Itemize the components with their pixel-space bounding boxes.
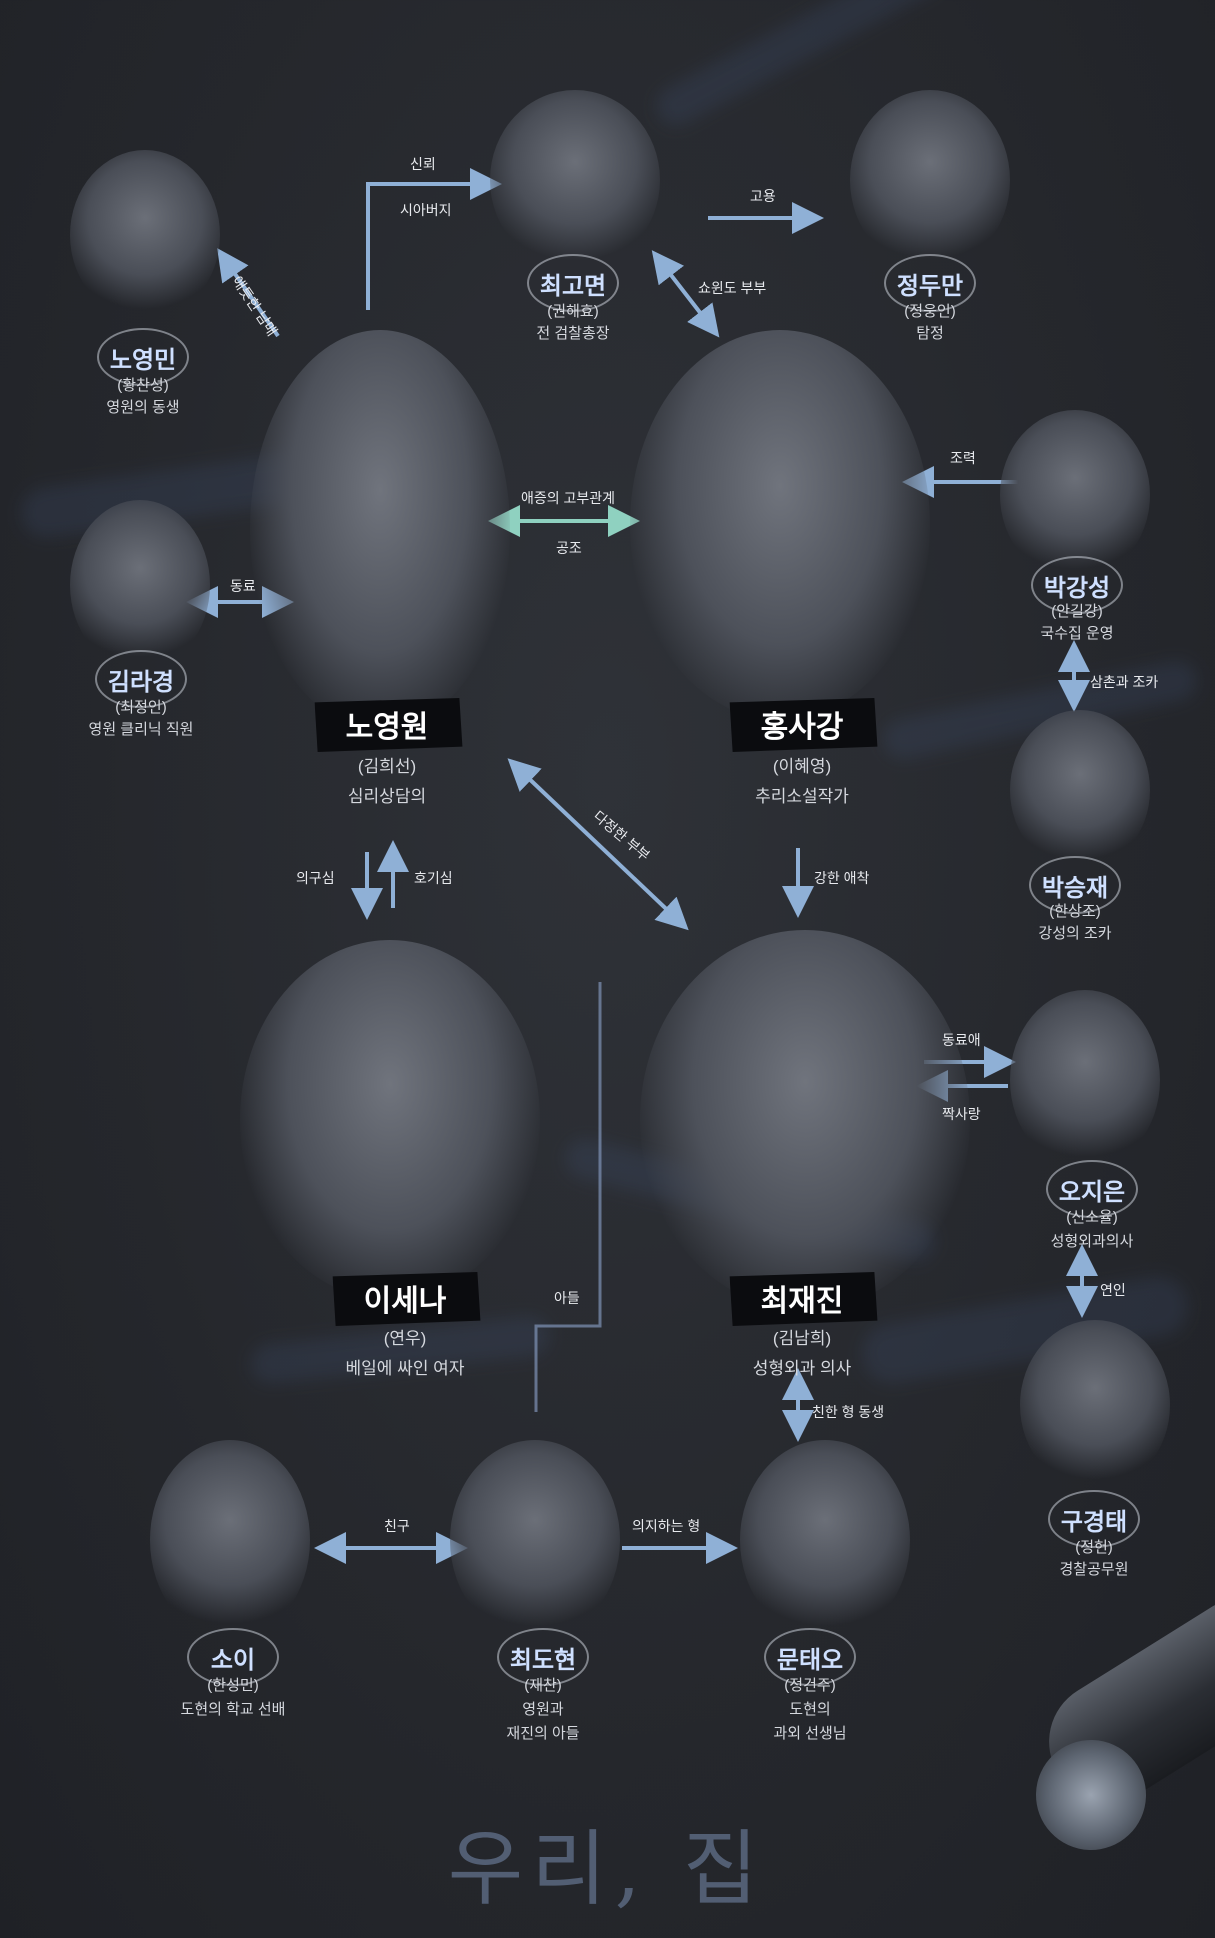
relation-label-suspicion: 의구심 bbox=[296, 870, 335, 886]
name-banner-no-youngwon: 노영원 bbox=[314, 698, 463, 752]
role-mun-taeo-line2: 과외 선생님 bbox=[773, 1725, 847, 1742]
portrait-no-youngmin bbox=[70, 150, 220, 320]
name-banner-choi-jaejin: 최재진 bbox=[729, 1272, 878, 1326]
relation-label-employ: 고용 bbox=[750, 188, 776, 204]
name-circle-choi-gomyeon bbox=[527, 254, 619, 312]
name-choi-gomyeon: 최고면 bbox=[539, 273, 607, 300]
actor-park-seungjae: (한상조) bbox=[1049, 903, 1101, 920]
relation-label-uncle-nephew: 삼촌과 조카 bbox=[1090, 674, 1159, 690]
relation-label-reliant-brother: 의지하는 형 bbox=[632, 1518, 701, 1534]
relation-label-lovers: 연인 bbox=[1100, 1282, 1126, 1298]
actor-jung-duman: (정웅인) bbox=[904, 303, 956, 320]
role-choi-jaejin: 성형외과 의사 bbox=[752, 1359, 852, 1378]
portrait-park-seungjae bbox=[1010, 710, 1150, 870]
role-choi-dohyeon-line2: 재진의 아들 bbox=[506, 1725, 580, 1742]
actor-mun-taeo: (정건주) bbox=[784, 1677, 836, 1694]
arrow-trust bbox=[366, 168, 502, 310]
actor-lee-sena: (연우) bbox=[383, 1329, 427, 1348]
name-circle-jung-duman bbox=[884, 254, 976, 312]
name-circle-choi-dohyeon bbox=[497, 1628, 589, 1686]
portrait-gu-gyeongtae bbox=[1020, 1320, 1170, 1490]
role-jung-duman: 탐정 bbox=[916, 325, 944, 342]
actor-choi-jaejin: (김남희) bbox=[772, 1329, 832, 1348]
actor-choi-dohyeon: (재찬) bbox=[524, 1677, 562, 1694]
name-jung-duman: 정두만 bbox=[896, 273, 964, 300]
portrait-jung-duman bbox=[850, 90, 1010, 270]
relation-label-trust: 신뢰 bbox=[410, 156, 436, 172]
relation-label-friend: 친구 bbox=[384, 1518, 410, 1534]
portrait-lee-sena bbox=[240, 940, 540, 1300]
portrait-soi bbox=[150, 1440, 310, 1640]
name-park-gangseong: 박강성 bbox=[1043, 575, 1111, 602]
relation-label-coworker-love: 동료애 bbox=[942, 1032, 981, 1048]
relation-label-crush: 짝사랑 bbox=[942, 1106, 981, 1122]
drama-title: 우리, 집 bbox=[447, 1822, 767, 1917]
role-no-youngmin: 영원의 동생 bbox=[106, 399, 180, 416]
role-park-seungjae: 강성의 조카 bbox=[1038, 925, 1112, 942]
name-banner-hong-sagang: 홍사강 bbox=[729, 698, 878, 752]
name-soi: 소이 bbox=[210, 1647, 256, 1674]
line-son bbox=[534, 982, 602, 1412]
arrow-show-window bbox=[651, 250, 720, 338]
role-park-gangseong: 국수집 운영 bbox=[1040, 625, 1114, 642]
portrait-choi-gomyeon bbox=[490, 90, 660, 270]
name-circle-mun-taeo bbox=[764, 1628, 856, 1686]
name-circle-kim-ragyeong bbox=[95, 650, 187, 708]
actor-no-youngwon: (김희선) bbox=[357, 757, 417, 776]
relation-label-curiosity: 호기심 bbox=[414, 870, 453, 886]
portrait-mun-taeo bbox=[740, 1440, 910, 1640]
relation-label-cooperate: 조력 bbox=[950, 450, 976, 466]
name-circle-soi bbox=[187, 1628, 279, 1686]
arrow-warm-couple bbox=[507, 758, 689, 931]
actor-gu-gyeongtae: (정헌) bbox=[1075, 1539, 1113, 1556]
portrait-kim-ragyeong bbox=[70, 500, 210, 670]
role-no-youngwon: 심리상담의 bbox=[347, 787, 427, 806]
role-gu-gyeongtae: 경찰공무원 bbox=[1059, 1561, 1129, 1578]
role-mun-taeo-line1: 도현의 bbox=[789, 1701, 831, 1718]
relation-label-close-brother: 친한 형 동생 bbox=[812, 1404, 885, 1420]
name-no-youngmin: 노영민 bbox=[109, 347, 177, 374]
actor-choi-gomyeon: (권해효) bbox=[547, 303, 599, 320]
portrait-choi-dohyeon bbox=[450, 1440, 620, 1640]
actor-park-gangseong: (안길강) bbox=[1051, 603, 1103, 620]
role-choi-gomyeon: 전 검찰총장 bbox=[536, 325, 610, 342]
relation-label-show-window: 쇼윈도 부부 bbox=[698, 280, 767, 296]
role-lee-sena: 베일에 싸인 여자 bbox=[345, 1359, 465, 1378]
actor-soi: (한성민) bbox=[207, 1677, 259, 1694]
relation-label-joint: 공조 bbox=[556, 540, 582, 556]
name-mun-taeo: 문태오 bbox=[776, 1647, 844, 1674]
actor-kim-ragyeong: (최정인) bbox=[115, 699, 167, 716]
role-kim-ragyeong: 영원 클리닉 직원 bbox=[88, 721, 194, 738]
name-oh-jieun: 오지은 bbox=[1058, 1179, 1126, 1206]
role-soi: 도현의 학교 선배 bbox=[180, 1701, 286, 1718]
portrait-oh-jieun bbox=[1010, 990, 1160, 1170]
relation-label-son: 아들 bbox=[554, 1290, 580, 1306]
portrait-choi-jaejin bbox=[640, 930, 970, 1310]
name-banner-lee-sena: 이세나 bbox=[332, 1272, 481, 1326]
name-circle-park-gangseong bbox=[1031, 556, 1123, 614]
actor-hong-sagang: (이혜영) bbox=[772, 757, 832, 776]
name-circle-oh-jieun bbox=[1046, 1160, 1138, 1218]
portrait-no-youngwon bbox=[250, 330, 510, 730]
actor-oh-jieun: (신소율) bbox=[1066, 1209, 1118, 1226]
relation-label-father-in-law: 시아버지 bbox=[400, 202, 452, 218]
portrait-park-gangseong bbox=[1000, 410, 1150, 580]
name-choi-dohyeon: 최도현 bbox=[509, 1647, 577, 1674]
role-choi-dohyeon-line1: 영원과 bbox=[522, 1701, 564, 1718]
relation-label-love-hate: 애증의 고부관계 bbox=[521, 490, 616, 506]
portrait-hong-sagang bbox=[630, 330, 930, 720]
name-kim-ragyeong: 김라경 bbox=[107, 669, 175, 696]
relation-label-coworker: 동료 bbox=[230, 578, 256, 594]
name-park-seungjae: 박승재 bbox=[1041, 875, 1109, 902]
role-oh-jieun: 성형외과의사 bbox=[1050, 1233, 1134, 1250]
name-gu-gyeongtae: 구경태 bbox=[1060, 1509, 1128, 1536]
name-circle-gu-gyeongtae bbox=[1048, 1490, 1140, 1548]
arrow-sibling bbox=[217, 248, 280, 338]
name-circle-park-seungjae bbox=[1029, 856, 1121, 914]
name-circle-no-youngmin bbox=[97, 328, 189, 386]
actor-no-youngmin: (황찬성) bbox=[117, 377, 169, 394]
role-hong-sagang: 추리소설작가 bbox=[755, 787, 849, 806]
relation-label-strong-attachment: 강한 애착 bbox=[814, 870, 870, 886]
